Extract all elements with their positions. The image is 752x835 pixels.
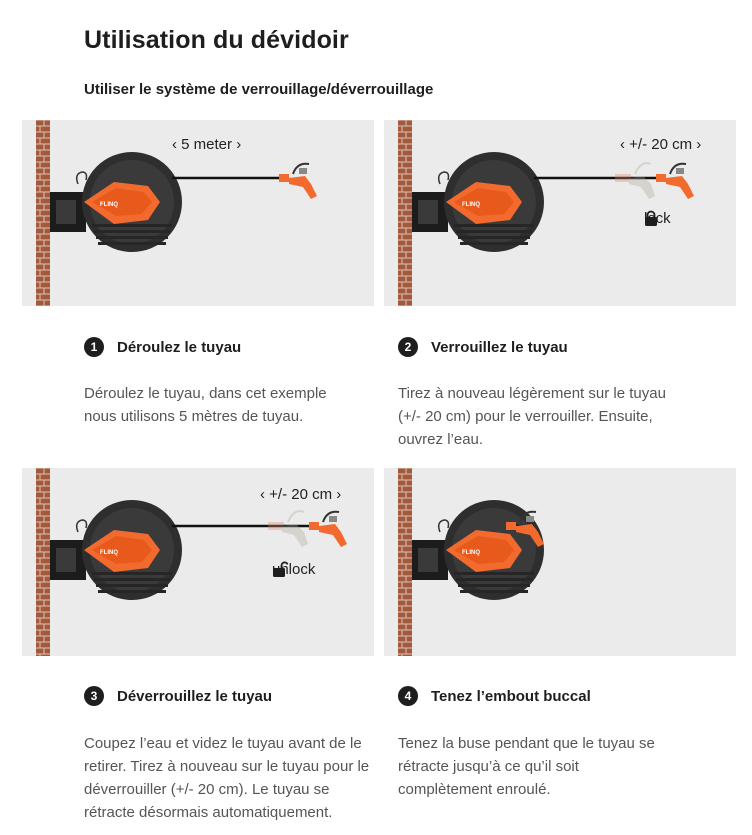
svg-text:FLINQ: FLINQ [462,202,480,208]
step-number-badge: 1 [84,337,104,357]
step-4-description: Tenez la buse pendant que le tuyau se ré… [398,735,655,798]
distance-label: ‹ 5 meter › [172,136,242,153]
lock-indicator: unlock [272,561,315,578]
distance-label: ‹ +/- 20 cm › [620,136,702,153]
step-number-badge: 3 [84,686,104,706]
illustration-hold-nozzle: FLINQ [384,468,736,656]
lock-indicator: lock [644,210,671,227]
hose [534,174,666,182]
wall-bracket [50,519,88,580]
step-3-heading: 3 Déverrouillez le tuyau [84,686,272,706]
reel-illustration: FLINQ [36,468,347,656]
reel-body: FLINQ [444,152,544,252]
step-number-badge: 4 [398,686,418,706]
illustration-unlock: FLINQ ‹ +/- 20 cm › unlock [22,468,374,656]
page-subtitle: Utiliser le système de verrouillage/déve… [84,81,434,98]
svg-text:FLINQ: FLINQ [462,550,480,556]
step-2-description: Tirez à nouveau légèrement sur le tuyau … [398,385,666,448]
illustration-lock: FLINQ ‹ +/- 20 cm › lock [384,120,736,306]
ghost-nozzle [268,510,308,547]
reel-illustration: FLINQ [398,468,544,656]
step-1-description: Déroulez le tuyau, dans cet exemple nous… [84,385,327,425]
illustration-unroll: FLINQ ‹ 5 meter › [22,120,374,306]
reel-body: FLINQ [82,500,182,600]
ghost-nozzle [615,162,655,199]
spray-nozzle [319,510,347,547]
step-number-badge: 2 [398,337,418,357]
lock-icon [645,210,657,226]
spray-nozzle [666,162,694,199]
step-title: Déroulez le tuyau [117,338,242,356]
step-title: Déverrouillez le tuyau [117,687,273,705]
step-1-heading: 1 Déroulez le tuyau [84,337,241,357]
page-title: Utilisation du dévidoir [84,26,349,54]
brick-wall [36,468,50,656]
reel-illustration: FLINQ [36,120,317,306]
wall-bracket [412,171,450,232]
spray-nozzle [516,510,544,547]
hose [172,522,319,530]
unlock-icon [273,561,288,577]
step-title: Tenez l’embout buccal [431,687,591,705]
brick-wall [398,468,412,656]
step-title: Verrouillez le tuyau [431,338,568,356]
brick-wall [36,120,50,306]
step-3-description: Coupez l’eau et videz le tuyau avant de … [84,735,370,821]
step-2-heading: 2 Verrouillez le tuyau [398,337,568,357]
hose [172,174,289,182]
reel-body: FLINQ [82,152,182,252]
distance-label: ‹ +/- 20 cm › [260,486,342,503]
step-4-heading: 4 Tenez l’embout buccal [398,686,591,706]
spray-nozzle [289,162,317,199]
wall-bracket [412,519,450,580]
brick-wall [398,120,412,306]
reel-body: FLINQ [444,500,544,600]
wall-bracket [50,171,88,232]
svg-text:FLINQ: FLINQ [100,202,118,208]
reel-illustration: FLINQ [398,120,694,306]
svg-text:FLINQ: FLINQ [100,550,118,556]
